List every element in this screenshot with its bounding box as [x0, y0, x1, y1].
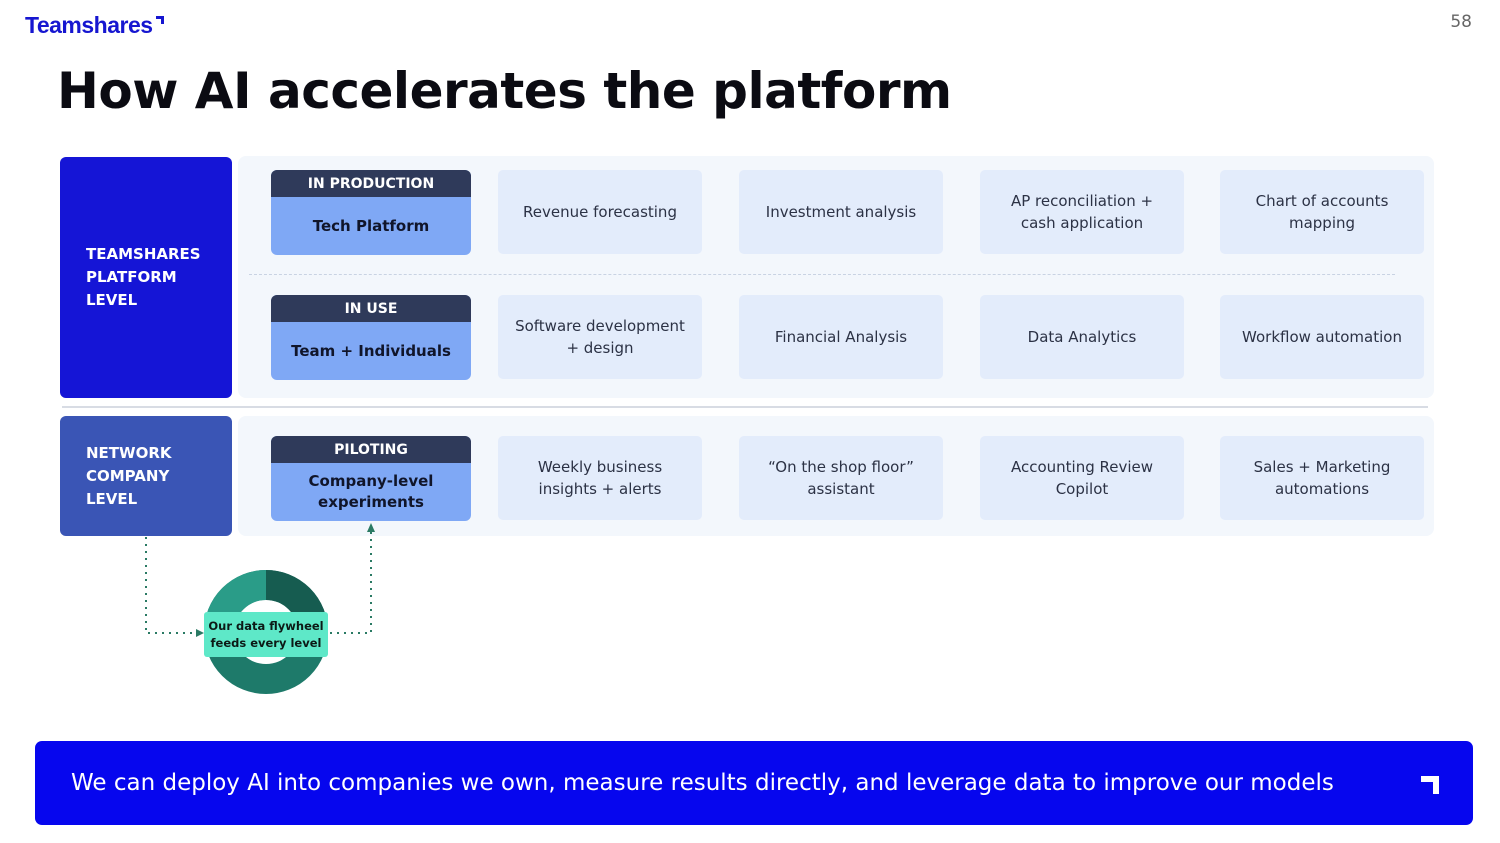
arrow-up-icon	[367, 523, 375, 532]
takeaway-banner: We can deploy AI into companies we own, …	[35, 741, 1473, 825]
banner-text: We can deploy AI into companies we own, …	[71, 770, 1334, 796]
teamshares-logo: Teamshares	[25, 12, 164, 39]
teamshares-mark-icon	[1421, 776, 1439, 794]
use-case-card: Investment analysis	[739, 170, 943, 254]
use-case-card: Revenue forecasting	[498, 170, 702, 254]
network-level-label: NETWORK COMPANY LEVEL	[60, 416, 232, 536]
use-case-card: Weekly business insights + alerts	[498, 436, 702, 520]
use-case-card: Chart of accounts mapping	[1220, 170, 1424, 254]
dotted-connector-in	[145, 537, 200, 634]
use-case-card: Data Analytics	[980, 295, 1184, 379]
use-case-card: AP reconciliation + cash application	[980, 170, 1184, 254]
page-number: 58	[1450, 12, 1472, 32]
logo-mark-icon	[155, 16, 164, 24]
use-case-card: Workflow automation	[1220, 295, 1424, 379]
platform-level-label: TEAMSHARES PLATFORM LEVEL	[60, 157, 232, 398]
logo-text: Teamshares	[25, 12, 153, 38]
status-card-production: IN PRODUCTION Tech Platform	[271, 170, 471, 255]
platform-level-text: TEAMSHARES PLATFORM LEVEL	[86, 245, 201, 309]
status-card-in-use: IN USE Team + Individuals	[271, 295, 471, 380]
use-case-card: Accounting Review Copilot	[980, 436, 1184, 520]
flywheel-label: Our data flywheel feeds every level	[204, 612, 328, 657]
arrow-right-icon	[196, 629, 204, 637]
level-divider	[62, 406, 1428, 408]
network-level-text: NETWORK COMPANY LEVEL	[86, 443, 172, 508]
status-name: Team + Individuals	[291, 341, 451, 360]
status-badge: IN USE	[271, 295, 471, 322]
use-case-card: “On the shop floor” assistant	[739, 436, 943, 520]
status-badge: IN PRODUCTION	[271, 170, 471, 197]
dotted-connector-out	[330, 530, 372, 634]
use-case-card: Software development + design	[498, 295, 702, 379]
row-divider	[249, 274, 1395, 275]
page-title: How AI accelerates the platform	[57, 62, 952, 120]
status-card-piloting: PILOTING Company-level experiments	[271, 436, 471, 521]
status-name: Tech Platform	[312, 216, 430, 235]
use-case-card: Financial Analysis	[739, 295, 943, 379]
status-badge: PILOTING	[271, 436, 471, 463]
use-case-card: Sales + Marketing automations	[1220, 436, 1424, 520]
status-name: Company-level experiments	[308, 472, 434, 511]
